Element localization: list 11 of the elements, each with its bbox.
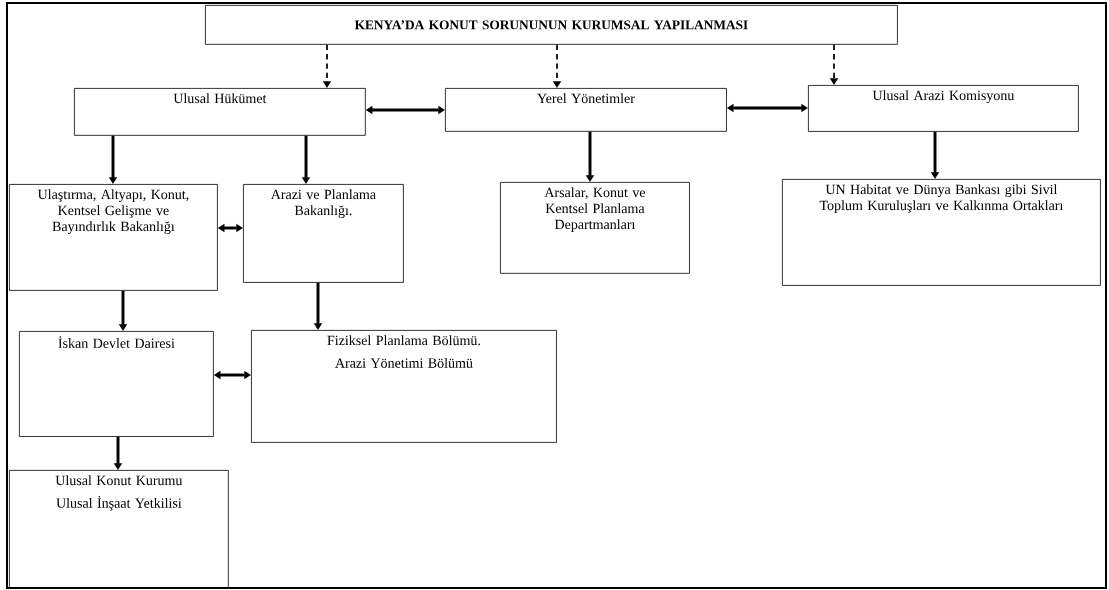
org-box: Ulusal Hükümet (74, 88, 366, 136)
org-box: UN Habitat ve Dünya Bankası gibi Sivil Toplum Kuruluşları ve Kalkınma Ortakları (782, 179, 1101, 286)
org-box: Ulusal Konut Kurumu Ulusal İnşaat Yetkilisi (9, 470, 229, 588)
org-box: Arsalar, Konut ve Kentsel Planlama Departmanları (500, 182, 690, 274)
org-box: Fiziksel Planlama Bölümü. Arazi Yönetimi Bölümü (251, 330, 557, 443)
org-box: Ulusal Arazi Komisyonu (808, 85, 1079, 132)
org-box: Ulaştırma, Altyapı, Konut, Kentsel Gelişme ve Bayındırlık Bakanlığı (9, 184, 218, 291)
org-box: Yerel Yönetimler (445, 88, 727, 132)
title-box: KENYA’DA KONUT SORUNUNUN KURUMSAL YAPILANMASI (205, 5, 898, 45)
org-box: Arazi ve Planlama Bakanlığı. (243, 184, 404, 283)
org-box: İskan Devlet Dairesi (19, 331, 214, 437)
